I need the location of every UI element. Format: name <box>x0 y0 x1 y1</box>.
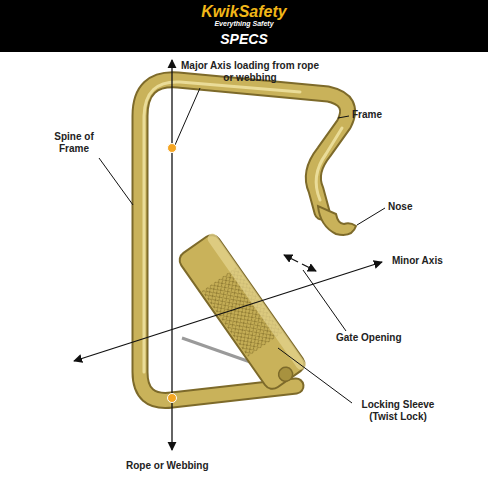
callout-label: Locking Sleeve (Twist Lock) <box>350 399 446 423</box>
page-title: SPECS <box>0 31 488 48</box>
brand-logo: KwikSafety <box>0 2 488 21</box>
locking-sleeve <box>176 232 308 394</box>
callout-label: Major Axis loading from rope or webbing <box>180 60 320 84</box>
leader-lines <box>99 88 385 403</box>
gate-opening-arrow <box>284 255 298 262</box>
header-bar <box>0 0 488 52</box>
brand-tagline: Everything Safety <box>0 20 488 28</box>
gate-opening-arrow <box>302 264 316 271</box>
nose-hook <box>318 206 356 235</box>
major-axis-arrow <box>171 60 172 450</box>
callout-label: Rope or Webbing <box>126 460 236 472</box>
callout-label: Nose <box>388 201 448 213</box>
callout-label: Minor Axis <box>392 255 472 267</box>
minor-axis-arrow <box>74 262 382 361</box>
callout-label: Frame <box>352 109 412 121</box>
load-point <box>168 394 177 403</box>
callout-label: Spine of Frame <box>48 131 100 155</box>
load-point <box>168 144 177 153</box>
callout-label: Gate Opening <box>336 332 436 344</box>
